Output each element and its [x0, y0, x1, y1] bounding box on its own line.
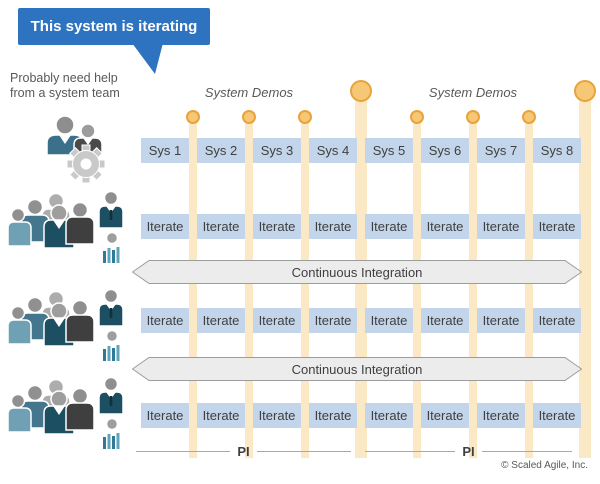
pi-line: [481, 450, 573, 452]
iterate-box: Iterate: [141, 403, 189, 428]
small-milestone-circle: [242, 110, 256, 124]
small-milestone-circle: [410, 110, 424, 124]
callout-bubble: This system is iterating: [18, 8, 210, 45]
product-owner-icon: [98, 190, 124, 229]
pi-line: [136, 450, 231, 452]
team-members-icon: [8, 192, 95, 249]
sys-box-5: Sys 5: [365, 138, 413, 163]
iterate-box: Iterate: [365, 403, 413, 428]
iteration-timeline-bar: [189, 117, 197, 458]
double-arrow-icon: [132, 260, 582, 284]
iteration-timeline-bar: [525, 117, 533, 458]
iterate-box: Iterate: [533, 403, 581, 428]
pi-span-right: PI: [365, 443, 573, 459]
continuous-integration-arrow-2: Continuous Integration: [132, 357, 582, 381]
pi-label-right: PI: [462, 443, 475, 459]
note-line-1: Probably need help: [10, 71, 118, 85]
note-line-2: from a system team: [10, 86, 120, 100]
iterate-box: Iterate: [197, 403, 245, 428]
iterate-box: Iterate: [421, 403, 469, 428]
scrum-master-icon: [103, 329, 120, 361]
pi-boundary-bar: [579, 91, 591, 458]
small-milestone-circle: [466, 110, 480, 124]
sys-box-4: Sys 4: [309, 138, 357, 163]
iterate-box: Iterate: [365, 214, 413, 239]
sys-box-2: Sys 2: [197, 138, 245, 163]
system-demos-label-right: System Demos: [428, 85, 518, 100]
pi-line: [365, 450, 456, 452]
double-arrow-icon: [132, 357, 582, 381]
iterate-box: Iterate: [421, 308, 469, 333]
iterate-box: Iterate: [533, 214, 581, 239]
team-members-icon: [8, 290, 95, 347]
agile-team-group-icon: [8, 190, 124, 263]
callout-text: This system is iterating: [30, 18, 198, 35]
pi-span-left: PI: [136, 443, 352, 459]
agile-team-group-icon: [8, 288, 124, 361]
iterate-box: Iterate: [477, 403, 525, 428]
sys-box-6: Sys 6: [421, 138, 469, 163]
iterate-box: Iterate: [421, 214, 469, 239]
iteration-timeline-bar: [245, 117, 253, 458]
system-demos-label-left: System Demos: [204, 85, 294, 100]
note-text: Probably need help from a system team: [10, 71, 160, 101]
iterate-box: Iterate: [309, 214, 357, 239]
iterate-box: Iterate: [533, 308, 581, 333]
sys-box-1: Sys 1: [141, 138, 189, 163]
small-milestone-circle: [186, 110, 200, 124]
iterate-box: Iterate: [197, 214, 245, 239]
product-owner-icon: [98, 288, 124, 327]
sys-box-7: Sys 7: [477, 138, 525, 163]
iterate-box: Iterate: [309, 403, 357, 428]
scrum-master-icon: [103, 417, 120, 449]
large-milestone-circle: [350, 80, 372, 102]
iterate-box: Iterate: [477, 214, 525, 239]
iterate-box: Iterate: [141, 214, 189, 239]
copyright-text: © Scaled Agile, Inc.: [501, 460, 588, 471]
sys-box-8: Sys 8: [533, 138, 581, 163]
callout-tail-icon: [132, 43, 163, 74]
continuous-integration-label: Continuous Integration: [291, 264, 423, 280]
team-members-icon: [8, 378, 95, 435]
iterate-box: Iterate: [141, 308, 189, 333]
continuous-integration-arrow-1: Continuous Integration: [132, 260, 582, 284]
iteration-timeline-bar: [413, 117, 421, 458]
iterate-box: Iterate: [253, 308, 301, 333]
small-milestone-circle: [522, 110, 536, 124]
scrum-master-icon: [103, 231, 120, 263]
sys-box-3: Sys 3: [253, 138, 301, 163]
agile-team-group-icon: [8, 376, 124, 449]
iterate-box: Iterate: [309, 308, 357, 333]
system-team-with-gear-icon: [46, 115, 106, 184]
gear-icon: [66, 144, 106, 184]
product-owner-icon: [98, 376, 124, 415]
small-milestone-circle: [298, 110, 312, 124]
large-milestone-circle: [574, 80, 596, 102]
pi-label-left: PI: [237, 443, 250, 459]
iterate-box: Iterate: [197, 308, 245, 333]
continuous-integration-label: Continuous Integration: [291, 361, 423, 377]
iterate-box: Iterate: [365, 308, 413, 333]
iterate-box: Iterate: [253, 403, 301, 428]
iteration-timeline-bar: [301, 117, 309, 458]
pi-line: [256, 450, 352, 452]
iterate-box: Iterate: [477, 308, 525, 333]
iterate-box: Iterate: [253, 214, 301, 239]
iteration-timeline-bar: [469, 117, 477, 458]
